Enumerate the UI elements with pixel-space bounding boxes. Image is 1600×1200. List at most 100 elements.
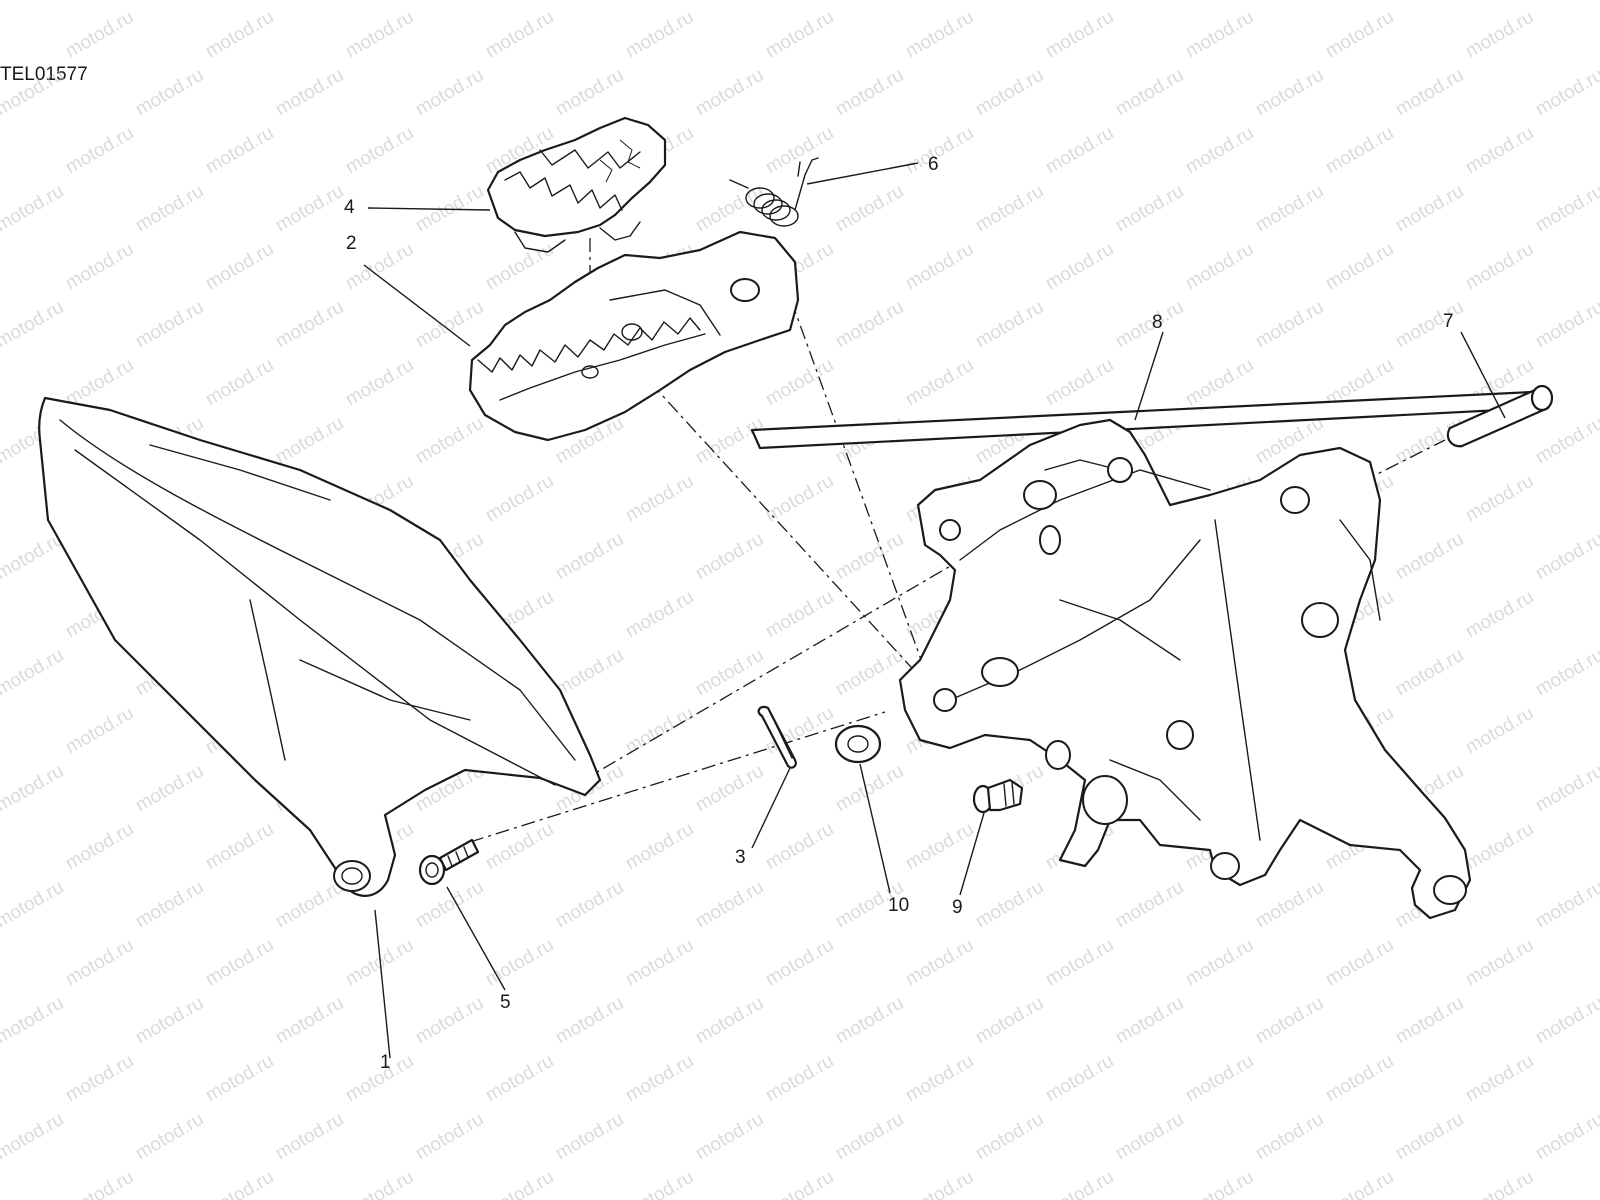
watermark-text: motod.ru	[1532, 993, 1600, 1049]
watermark-text: motod.ru	[762, 935, 837, 991]
watermark-text: motod.ru	[132, 1109, 207, 1165]
watermark-text: motod.ru	[1532, 529, 1600, 585]
watermark-text: motod.ru	[342, 1167, 417, 1200]
watermark-text: motod.ru	[482, 935, 557, 991]
watermark-text: motod.ru	[0, 761, 67, 817]
watermark-text: motod.ru	[1252, 877, 1327, 933]
watermark-text: motod.ru	[1042, 7, 1117, 63]
watermark-text: motod.ru	[202, 355, 277, 411]
watermark-text: motod.ru	[1462, 123, 1537, 179]
watermark-text: motod.ru	[202, 7, 277, 63]
watermark-text: motod.ru	[1462, 587, 1537, 643]
watermark-text: motod.ru	[902, 123, 977, 179]
watermark-text: motod.ru	[412, 413, 487, 469]
watermark-text: motod.ru	[132, 877, 207, 933]
watermark-text: motod.ru	[1392, 0, 1467, 4]
watermark-text: motod.ru	[832, 0, 907, 4]
watermark-text: motod.ru	[622, 1167, 697, 1200]
watermark-text: motod.ru	[1462, 1167, 1537, 1200]
watermark-text: motod.ru	[482, 471, 557, 527]
watermark-text: motod.ru	[202, 935, 277, 991]
watermark-text: motod.ru	[1322, 7, 1397, 63]
watermark-text: motod.ru	[622, 703, 697, 759]
watermark-text: motod.ru	[1532, 181, 1600, 237]
watermark-text: motod.ru	[902, 1167, 977, 1200]
watermark-text: motod.ru	[1392, 181, 1467, 237]
watermark-text: motod.ru	[342, 7, 417, 63]
watermark-text: motod.ru	[0, 877, 67, 933]
watermark-text: motod.ru	[62, 1167, 137, 1200]
watermark-text: motod.ru	[0, 297, 67, 353]
watermark-text: motod.ru	[1462, 471, 1537, 527]
watermark-text: motod.ru	[1112, 993, 1187, 1049]
watermark-text: motod.ru	[1042, 1167, 1117, 1200]
heel-guard-part-1	[38, 396, 602, 897]
watermark-text: motod.ru	[1112, 877, 1187, 933]
callout-8: 8	[1152, 312, 1163, 333]
rubber-insert-part-4	[486, 116, 667, 253]
watermark-text: motod.ru	[1252, 0, 1327, 4]
watermark-text: motod.ru	[1112, 297, 1187, 353]
callout-4: 4	[344, 197, 355, 218]
watermark-text: motod.ru	[1392, 65, 1467, 121]
watermark-text: motod.ru	[622, 935, 697, 991]
watermark-text: motod.ru	[902, 1051, 977, 1107]
watermark-text: motod.ru	[272, 297, 347, 353]
callout-7: 7	[1443, 311, 1454, 332]
watermark-text: motod.ru	[482, 239, 557, 295]
watermark-text: motod.ru	[972, 297, 1047, 353]
watermark-text: motod.ru	[272, 0, 347, 4]
watermark-text: motod.ru	[552, 993, 627, 1049]
rivet-part-9	[972, 778, 1024, 814]
watermark-text: motod.ru	[1322, 239, 1397, 295]
watermark-text: motod.ru	[832, 181, 907, 237]
callout-10: 10	[888, 895, 909, 916]
watermark-text: motod.ru	[0, 993, 67, 1049]
watermark-text: motod.ru	[62, 7, 137, 63]
watermark-text: motod.ru	[1182, 355, 1257, 411]
watermark-text: motod.ru	[832, 297, 907, 353]
watermark-text: motod.ru	[0, 0, 67, 4]
watermark-text: motod.ru	[272, 1109, 347, 1165]
watermark-text: motod.ru	[1392, 529, 1467, 585]
watermark-text: motod.ru	[972, 65, 1047, 121]
watermark-text: motod.ru	[832, 65, 907, 121]
watermark-text: motod.ru	[692, 877, 767, 933]
watermark-text: motod.ru	[1392, 297, 1467, 353]
watermark-text: motod.ru	[1042, 239, 1117, 295]
watermark-text: motod.ru	[1392, 993, 1467, 1049]
watermark-text: motod.ru	[1532, 761, 1600, 817]
watermark-text: motod.ru	[62, 935, 137, 991]
watermark-text: motod.ru	[412, 877, 487, 933]
watermark-text: motod.ru	[762, 819, 837, 875]
watermark-text: motod.ru	[622, 819, 697, 875]
watermark-text: motod.ru	[482, 819, 557, 875]
watermark-text: motod.ru	[1182, 239, 1257, 295]
watermark-text: motod.ru	[412, 0, 487, 4]
watermark-text: motod.ru	[1392, 645, 1467, 701]
watermark-text: motod.ru	[62, 239, 137, 295]
callout-1: 1	[380, 1052, 391, 1073]
watermark-text: motod.ru	[902, 239, 977, 295]
watermark-text: motod.ru	[1042, 355, 1117, 411]
watermark-text: motod.ru	[132, 761, 207, 817]
watermark-text: motod.ru	[202, 239, 277, 295]
watermark-text: motod.ru	[1182, 1051, 1257, 1107]
watermark-text: motod.ru	[1322, 123, 1397, 179]
watermark-text: motod.ru	[1462, 703, 1537, 759]
watermark-text: motod.ru	[972, 0, 1047, 4]
watermark-text: motod.ru	[1112, 0, 1187, 4]
watermark-text: motod.ru	[622, 1051, 697, 1107]
watermark-text: motod.ru	[62, 703, 137, 759]
watermark-text: motod.ru	[552, 877, 627, 933]
watermark-text: motod.ru	[1532, 297, 1600, 353]
drawing-code: TEL01577	[0, 64, 88, 85]
watermark-text: motod.ru	[902, 819, 977, 875]
watermark-text: motod.ru	[1392, 1109, 1467, 1165]
callout-6: 6	[928, 154, 939, 175]
watermark-text: motod.ru	[132, 297, 207, 353]
callout-9: 9	[952, 897, 963, 918]
watermark-text: motod.ru	[62, 123, 137, 179]
watermark-text: motod.ru	[0, 65, 67, 121]
watermark-text: motod.ru	[1182, 1167, 1257, 1200]
